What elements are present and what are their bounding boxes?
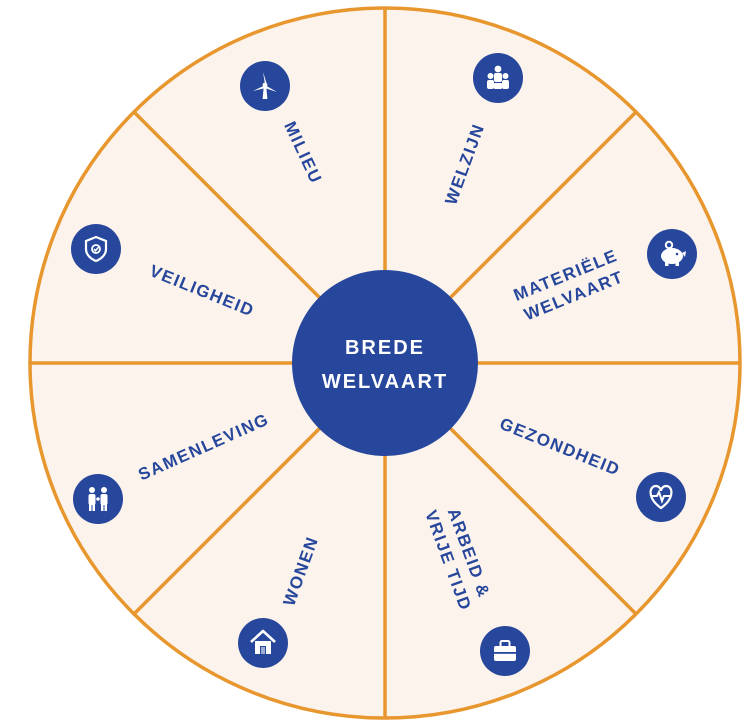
center-title-line2: WELVAART (322, 371, 448, 393)
center-hub (292, 270, 478, 456)
center-title-line1: BREDE (345, 337, 425, 359)
